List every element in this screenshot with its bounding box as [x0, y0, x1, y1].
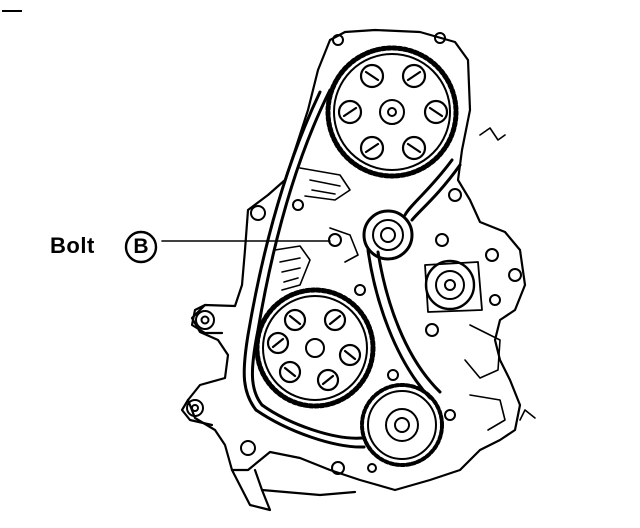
engine-block-outline: [180, 28, 527, 512]
idler-pulley: [362, 209, 414, 261]
intermediate-sprocket: [254, 287, 376, 409]
cover-details: [274, 127, 536, 431]
mounting-holes: [186, 32, 522, 475]
crankshaft-pulley: [360, 383, 444, 467]
callout-circle: [124, 230, 158, 264]
camshaft-sprocket: [325, 45, 459, 179]
water-pump-pulley: [424, 259, 483, 313]
bolt-callout-label: Bolt: [50, 233, 95, 258]
timing-belt: [242, 88, 462, 449]
bolt-callout-letter: B: [133, 235, 149, 258]
corner-mark: [2, 0, 42, 12]
